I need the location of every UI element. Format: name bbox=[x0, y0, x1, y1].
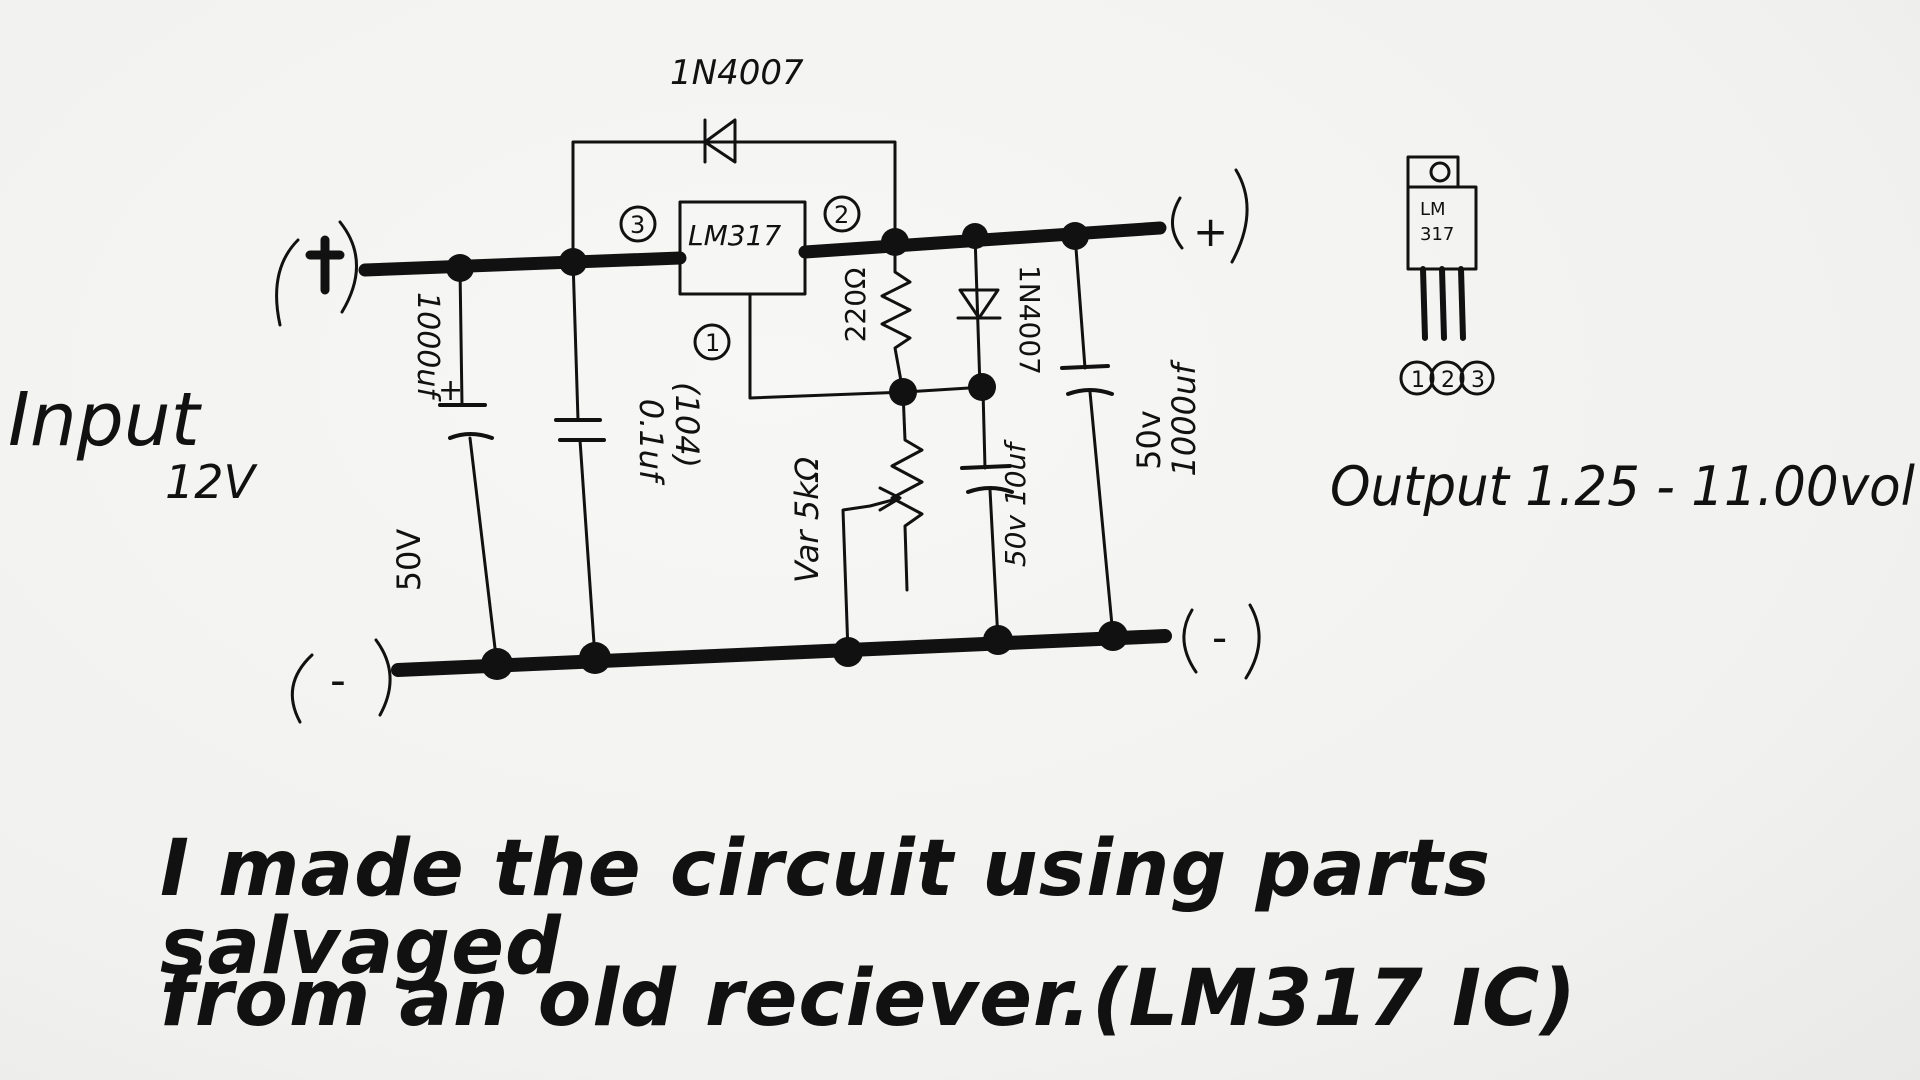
output-plus-sign: + bbox=[1193, 207, 1228, 256]
out-plus-paren-right bbox=[1230, 168, 1249, 264]
cap1-leads bbox=[458, 266, 499, 667]
cap3-plates bbox=[960, 464, 1014, 494]
regulator-label: LM317 bbox=[688, 219, 781, 252]
cap1-voltage-label: 50V bbox=[390, 529, 428, 592]
cap2-plates bbox=[554, 418, 606, 442]
pin1-label: 1 bbox=[705, 329, 720, 357]
pkg-pin3-label: 3 bbox=[1471, 368, 1485, 393]
junction-dot bbox=[481, 648, 513, 680]
in-plus-paren-right bbox=[338, 220, 358, 314]
lm317-body bbox=[678, 200, 807, 296]
cap4-voltage-label: 50v bbox=[1130, 410, 1168, 470]
pkg-pin3-circle bbox=[1459, 360, 1495, 396]
pot-label: Var 5kΩ bbox=[788, 456, 826, 583]
in-minus-paren-left bbox=[290, 653, 314, 724]
junction-dot bbox=[446, 254, 474, 282]
pin2-circle bbox=[823, 195, 861, 233]
side-diode-symbol bbox=[956, 288, 1002, 320]
resistor-220 bbox=[880, 243, 912, 394]
pkg-pin2-label: 2 bbox=[1441, 368, 1455, 393]
cap3-leads bbox=[981, 388, 1000, 642]
adjust-wire bbox=[748, 292, 987, 400]
side-diode-label: 1N4007 bbox=[1013, 265, 1046, 375]
bottom-rail bbox=[391, 629, 1172, 677]
cap4-value-label: 1000uf bbox=[1165, 359, 1203, 477]
cap1-value-label: 1000uf bbox=[410, 292, 445, 402]
pin3-label: 3 bbox=[630, 211, 645, 239]
junction-dot bbox=[1098, 621, 1128, 651]
input-label: Input bbox=[8, 377, 203, 463]
pin2-label: 2 bbox=[834, 201, 849, 229]
input-voltage-label: 12V bbox=[165, 455, 259, 509]
junction-dot bbox=[1061, 222, 1089, 250]
resistor-value-label: 220Ω bbox=[839, 268, 872, 343]
out-minus-paren-left bbox=[1182, 608, 1198, 674]
in-minus-paren-right bbox=[374, 638, 392, 717]
pin1-circle bbox=[693, 323, 731, 361]
output-minus-sign: - bbox=[1212, 613, 1227, 662]
pin3-circle bbox=[619, 205, 657, 243]
caption-line-1: I made the circuit using parts salvaged bbox=[160, 824, 1492, 992]
pot-5k bbox=[890, 390, 924, 592]
pkg-pin1-label: 1 bbox=[1411, 368, 1425, 393]
out-plus-paren-left bbox=[1171, 196, 1184, 250]
input-plus-sign bbox=[305, 235, 345, 295]
pkg-pin2-circle bbox=[1429, 360, 1465, 396]
cap4-leads bbox=[1073, 233, 1115, 638]
cap2-value-label: 0.1uf bbox=[632, 399, 670, 486]
cap1-plus-label: + bbox=[438, 373, 463, 408]
junction-dot bbox=[983, 625, 1013, 655]
junction-dot bbox=[833, 637, 863, 667]
top-rail-left bbox=[358, 251, 687, 277]
pkg-pin1-circle bbox=[1399, 360, 1435, 396]
cap3-label: 50v 10uf bbox=[999, 439, 1032, 567]
in-plus-paren-left bbox=[275, 238, 300, 327]
top-diode-label: 1N4007 bbox=[670, 53, 804, 93]
package-line2: 317 bbox=[1420, 224, 1454, 245]
top-diode-symbol bbox=[703, 118, 737, 164]
junction-dot bbox=[579, 642, 611, 674]
junction-dot bbox=[962, 223, 988, 249]
package-leads bbox=[1420, 266, 1466, 341]
input-minus-sign: - bbox=[330, 655, 346, 706]
out-minus-paren-right bbox=[1244, 603, 1261, 680]
junction-dot bbox=[881, 228, 909, 256]
package-hole bbox=[1429, 161, 1451, 183]
cap1-plates bbox=[438, 403, 494, 440]
side-diode-wire bbox=[973, 233, 982, 390]
junction-dot bbox=[559, 248, 587, 276]
caption-line-2: from an old reciever.(LM317 IC) bbox=[160, 954, 1577, 1044]
junction-dot bbox=[889, 378, 917, 406]
junction-dots bbox=[446, 222, 1128, 680]
pot-wiper bbox=[841, 486, 902, 654]
junction-dot bbox=[968, 373, 996, 401]
cap2-leads bbox=[571, 258, 597, 660]
package-line1: LM bbox=[1420, 199, 1446, 220]
cap2-code-label: (104) bbox=[668, 382, 706, 468]
output-range-label: Output 1.25 - 11.00vol bbox=[1330, 455, 1915, 518]
cap4-plates bbox=[1060, 364, 1114, 396]
